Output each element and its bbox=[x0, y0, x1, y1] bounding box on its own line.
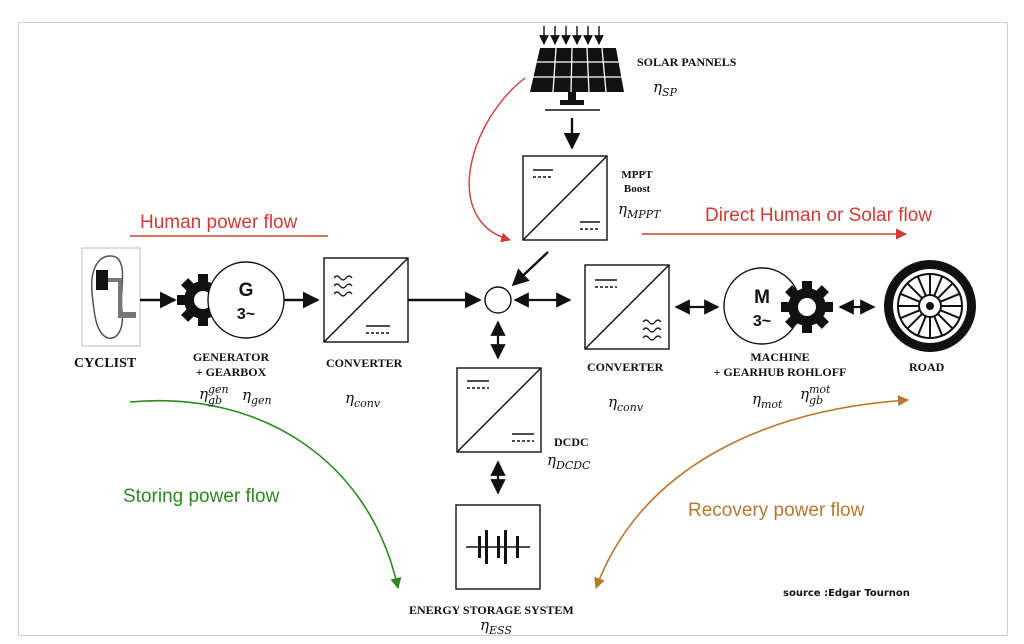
human-power-flow-label: Human power flow bbox=[140, 212, 298, 233]
machine-label: MACHINE+ GEARHUB ROHLOFF bbox=[713, 350, 847, 379]
eta-gen: ηgen bbox=[242, 386, 272, 407]
converter-right-label: CONVERTER bbox=[587, 360, 664, 374]
wheel-icon bbox=[884, 260, 976, 352]
recovery-flow-curve bbox=[594, 395, 910, 590]
sun-rays-icon bbox=[539, 26, 604, 45]
eta-dcdc: ηDCDC bbox=[547, 451, 591, 472]
dcdc-box bbox=[456, 367, 542, 453]
cyclist-icon bbox=[81, 247, 141, 347]
dcdc-label: DCDC bbox=[554, 435, 589, 449]
generator-phase: 3~ bbox=[237, 306, 255, 323]
eta-sp: ηSP bbox=[653, 78, 677, 99]
converter-left-label: CONVERTER bbox=[326, 356, 403, 370]
solar-panel-icon bbox=[530, 47, 624, 111]
storing-power-flow-label: Storing power flow bbox=[123, 486, 280, 507]
gearhub-gear-icon bbox=[781, 281, 833, 333]
converter-right-box bbox=[584, 264, 670, 350]
direct-flow-label: Direct Human or Solar flow bbox=[705, 205, 933, 226]
motor-symbol: M bbox=[754, 287, 770, 308]
storing-flow-curve bbox=[129, 400, 402, 590]
road-label: ROAD bbox=[909, 360, 945, 374]
mppt-box bbox=[522, 155, 608, 241]
converter-left-box bbox=[323, 257, 409, 343]
ess-label: ENERGY STORAGE SYSTEM bbox=[409, 603, 574, 617]
source-credit: source :Edgar Tournon bbox=[783, 588, 910, 599]
generator-label: GENERATOR+ GEARBOX bbox=[192, 350, 270, 379]
eta-mppt: ηMPPT bbox=[618, 200, 661, 221]
ess-box bbox=[455, 504, 541, 590]
solar-panels-label: SOLAR PANNELS bbox=[637, 55, 737, 69]
cyclist-label: CYCLIST bbox=[74, 356, 137, 371]
recovery-power-flow-label: Recovery power flow bbox=[688, 500, 865, 521]
solar-flow-curve bbox=[468, 77, 526, 243]
generator-symbol: G bbox=[239, 280, 254, 301]
eta-mot: ηmot bbox=[752, 390, 783, 411]
diagram-frame bbox=[18, 22, 1008, 636]
eta-ess: ηESS bbox=[480, 616, 512, 637]
eta-conv-left: ηconv bbox=[345, 389, 381, 410]
motor-phase: 3~ bbox=[753, 313, 771, 330]
eta-conv-right: ηconv bbox=[608, 393, 644, 414]
dc-bus-node bbox=[484, 286, 512, 314]
